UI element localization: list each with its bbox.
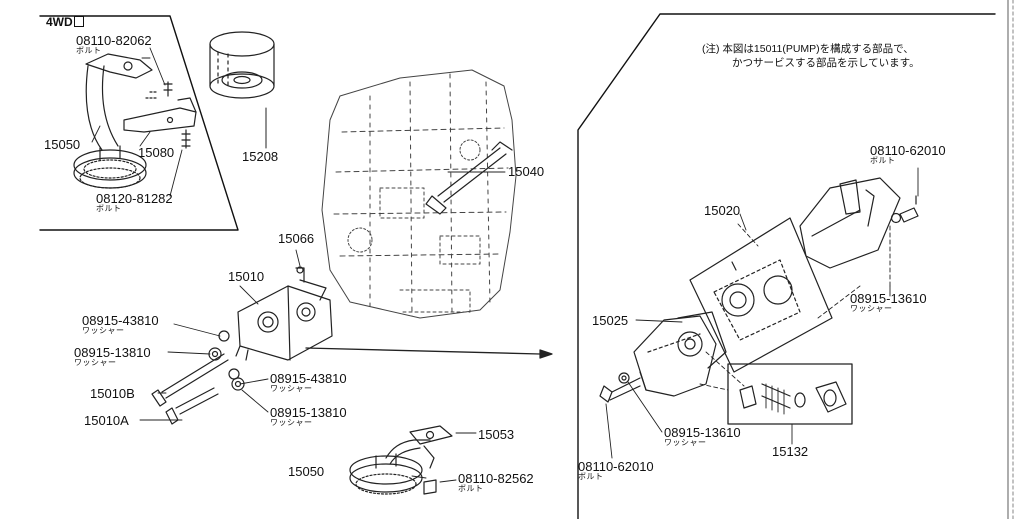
pump-label-washer-08915-13610: 08915-13610 ワッシャー [850,291,927,313]
inset-label-15208: 15208 [242,149,279,164]
inset-oil-strainer-4wd [73,53,153,189]
inset-title: 4WD [46,16,84,28]
label-15040: 15040 [508,164,545,179]
label-washer-08915-13810-b: 08915-13810 ワッシャー [270,405,347,427]
inset-bracket [123,81,197,149]
label-15010: 15010 [228,269,265,284]
label-15053: 15053 [478,427,515,442]
pump-label-15025: 15025 [592,313,629,328]
engine-block [321,69,517,319]
flow-arrow [305,347,553,359]
relief-valve-set [727,363,853,425]
inset-frame [39,15,239,231]
inset-label-15050: 15050 [44,137,81,152]
oil-strainer [349,439,437,495]
inset-oil-filter [209,31,275,149]
pump-label-15132: 15132 [772,444,809,459]
pump-dashed-guides [699,223,891,391]
inset-label-bolt-08120-81282: 08120-81282 ボルト [96,191,173,213]
inset-label-bolt-08110-82062: 08110-82062 ボルト [76,33,152,55]
pump-cover [799,177,901,269]
pump-note: (注) 本図は15011(PUMP)を構成する部品で、 かつサービスする部品を示… [702,43,920,70]
gasket-15053 [409,425,453,445]
leader-lines [91,47,919,483]
label-washer-08915-43810-a: 08915-43810 ワッシャー [82,313,159,335]
pump-bolts-washers [599,195,919,403]
page-edge [1007,0,1014,519]
main-bolts [151,353,229,425]
label-15050: 15050 [288,464,325,479]
label-washer-08915-43810-b: 08915-43810 ワッシャー [270,371,347,393]
oil-pump-assembly [235,266,333,361]
pump-frame [577,13,996,519]
pump-label-bolt-08110-62010: 08110-62010 ボルト [870,143,946,165]
label-15010a: 15010A [84,413,129,428]
label-bolt-08110-82562: 08110-82562 ボルト [458,471,534,493]
label-15010b: 15010B [90,386,135,401]
pump-label-washer-08915-13610-b: 08915-13610 ワッシャー [664,425,741,447]
pump-label-15020: 15020 [704,203,741,218]
pump-body [633,311,727,397]
pump-rotor-plate [689,217,833,373]
inset-label-15080: 15080 [138,145,175,160]
oil-level-tube [425,141,513,215]
pump-label-bolt-08110-62010-b: 08110-62010 ボルト [578,459,654,481]
label-washer-08915-13810-a: 08915-13810 ワッシャー [74,345,151,367]
label-15066: 15066 [278,231,315,246]
